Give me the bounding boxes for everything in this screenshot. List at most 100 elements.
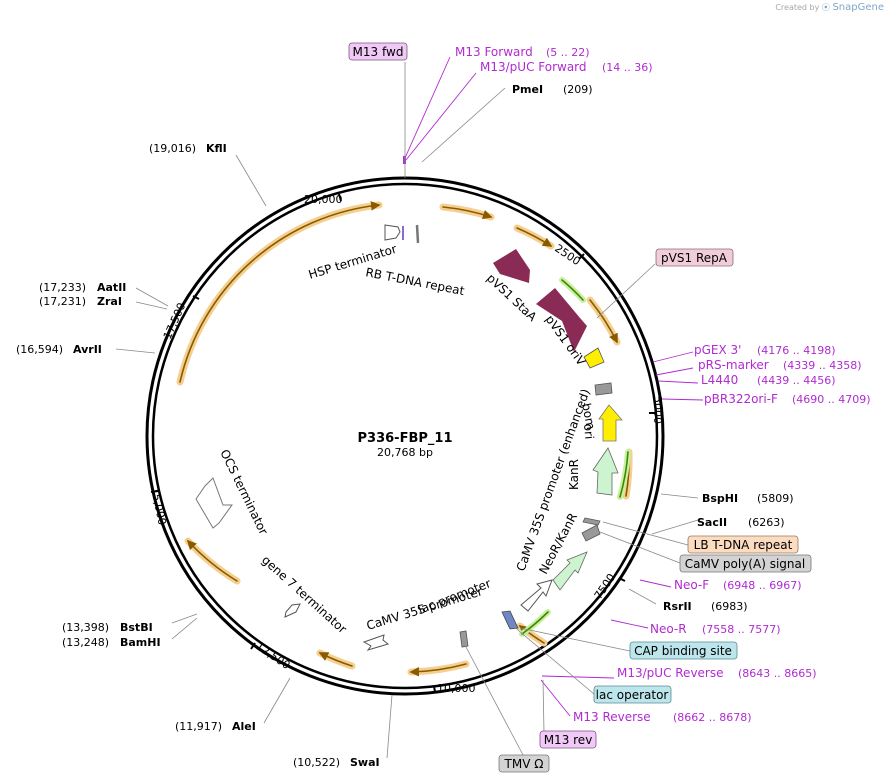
box-camv-polya[interactable]: CaMV poly(A) signal <box>679 554 812 573</box>
primer-range: (8662 .. 8678) <box>673 711 752 724</box>
primer-name: L4440 <box>701 373 738 387</box>
camv35s-enhanced-promoter-arrow <box>520 579 553 612</box>
primer-name: Neo-R <box>650 622 687 636</box>
box-camv-polya-label: CaMV poly(A) signal <box>685 557 805 571</box>
plasmid-length: 20,768 bp <box>377 446 433 459</box>
ori-label: ori <box>581 423 596 440</box>
primer-range: (7558 .. 7577) <box>702 623 781 636</box>
neor-kanr-arrow <box>552 551 588 591</box>
box-lb-tdna-label: LB T-DNA repeat <box>694 538 793 552</box>
box-lac-operator-label: lac operator <box>596 688 669 702</box>
primer-name: Neo-F <box>674 578 709 592</box>
primer-leader-lines <box>404 56 704 717</box>
backbone-inner-ring <box>151 182 659 690</box>
enzyme-pos-sacii: (6263) <box>748 516 785 529</box>
lb-tdna-block <box>582 517 601 526</box>
m13-fwd-marker <box>403 156 406 164</box>
enzyme-name-avrii: AvrII <box>73 343 102 356</box>
primer-range: (8643 .. 8665) <box>738 667 817 680</box>
primer-labels: M13 Forward (5 .. 22) M13/pUC Forward (1… <box>455 45 871 724</box>
enzyme-name-bsphi: BspHI <box>702 492 738 505</box>
ruler-label: 5000 <box>651 396 664 424</box>
enzyme-pos-bamhi: (13,248) <box>62 636 109 649</box>
enzyme-name-sacii: SacII <box>697 516 727 529</box>
enzyme-name-pmei: PmeI <box>512 83 543 96</box>
primer-range: (4439 .. 4456) <box>757 374 836 387</box>
enzyme-pos-bstbi: (13,398) <box>62 621 109 634</box>
ruler-ticks <box>150 193 656 693</box>
ruler-label: 17,500 <box>161 301 189 341</box>
enzyme-name-aatii: AatII <box>97 281 126 294</box>
enzyme-pos-avrii: (16,594) <box>16 343 63 356</box>
primer-range: (4176 .. 4198) <box>757 344 836 357</box>
box-tmv-omega[interactable]: TMV Ω <box>498 754 550 773</box>
primer-name: pBR322ori-F <box>704 392 778 406</box>
kanr-label: KanR <box>567 459 581 490</box>
snapgene-brand-text: SnapGene <box>832 2 884 13</box>
enzyme-pos-swai: (10,522) <box>293 756 340 769</box>
lac-operator-block <box>501 610 519 630</box>
bom-block <box>594 382 613 396</box>
enzyme-pos-zrai: (17,231) <box>39 295 86 308</box>
ori-arrow <box>598 404 623 442</box>
enzyme-name-bstbi: BstBI <box>120 621 153 634</box>
camv-polya-block <box>581 524 601 542</box>
enzyme-pos-kfli: (19,016) <box>149 142 196 155</box>
snapgene-logo-icon: ⦿ <box>821 3 830 12</box>
kanr-arrow <box>592 447 619 496</box>
box-leader-lines <box>465 263 689 756</box>
plasmid-name: P336-FBP_11 <box>358 431 453 446</box>
pvs1-staa-arrow <box>493 249 530 283</box>
primer-name: pRS-marker <box>698 358 769 372</box>
ruler-label: 15,000 <box>148 486 169 526</box>
enzyme-name-rsrii: RsrII <box>663 600 692 613</box>
camv35s-promoter-arrow <box>362 634 390 651</box>
green-feature-arcs <box>519 277 631 637</box>
enzyme-name-kfli: KflI <box>206 142 227 155</box>
bom-label: bom <box>579 402 598 431</box>
box-cap-binding[interactable]: CAP binding site <box>629 641 738 660</box>
primer-range: (14 .. 36) <box>602 61 653 74</box>
created-by-text: Created by <box>775 3 820 12</box>
primer-range: (4339 .. 4358) <box>783 359 862 372</box>
ocs-terminator-label: OCS terminator <box>217 447 270 537</box>
enzyme-name-swai: SwaI <box>350 756 380 769</box>
rb-tdna-block <box>415 224 420 244</box>
box-pvs1-repa[interactable]: pVS1 RepA <box>655 248 734 267</box>
primer-name: M13 Reverse <box>573 710 651 724</box>
box-pvs1-repa-label: pVS1 RepA <box>661 251 728 265</box>
box-m13-rev[interactable]: M13 rev <box>539 730 597 749</box>
primer-range: (5 .. 22) <box>546 46 590 59</box>
box-tmv-omega-label: TMV Ω <box>504 757 544 771</box>
ruler-label: 20,000 <box>304 193 343 206</box>
ruler-label: 10,000 <box>437 682 476 695</box>
box-lac-operator[interactable]: lac operator <box>593 685 672 704</box>
gene7-terminator-arrow <box>284 603 301 618</box>
enzyme-pos-alei: (11,917) <box>175 720 222 733</box>
camv35s-promoter-label: CaMV 35S promoter <box>365 584 484 633</box>
enzyme-name-zrai: ZraI <box>97 295 122 308</box>
primer-name: pGEX 3' <box>694 343 741 357</box>
enzyme-name-bamhi: BamHI <box>120 636 161 649</box>
rb-tdna-label: RB T-DNA repeat <box>364 265 465 298</box>
enzyme-pos-pmei: (209) <box>563 83 593 96</box>
hsp-terminator-arrow <box>384 224 401 241</box>
enzyme-name-alei: AleI <box>232 720 256 733</box>
box-lb-tdna[interactable]: LB T-DNA repeat <box>687 535 799 554</box>
pvs1-staa-label: pVS1 StaA <box>484 271 540 325</box>
primer-range: (6948 .. 6967) <box>723 579 802 592</box>
enzyme-pos-aatii: (17,233) <box>39 281 86 294</box>
enzyme-leader-lines <box>115 87 699 759</box>
primer-name: M13 Forward <box>455 45 533 59</box>
ruler-label: 12,500 <box>253 640 292 672</box>
primer-range: (4690 .. 4709) <box>792 393 871 406</box>
feature-block-yellow <box>583 347 605 369</box>
enzyme-labels: (19,016) KflI (17,233) AatII (17,231) Zr… <box>16 83 794 769</box>
enzyme-pos-bsphi: (5809) <box>757 492 794 505</box>
box-m13-fwd-label: M13 fwd <box>353 45 404 59</box>
primer-name: M13/pUC Forward <box>480 60 587 74</box>
pvs1-oriv-arrow <box>536 288 587 352</box>
enzyme-pos-rsrii: (6983) <box>711 600 748 613</box>
box-m13-fwd[interactable]: M13 fwd <box>348 42 408 61</box>
